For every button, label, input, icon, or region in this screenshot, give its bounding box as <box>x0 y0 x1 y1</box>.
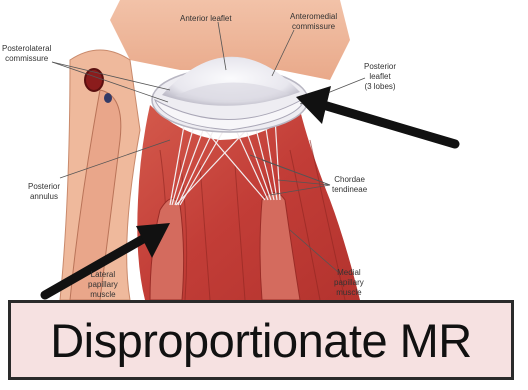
label-medial-papillary-muscle: Medial papillary muscle <box>334 268 364 298</box>
label-posterior-leaflet: Posterior leaflet (3 lobes) <box>364 62 396 92</box>
label-posterior-annulus: Posterior annulus <box>28 182 60 202</box>
label-lateral-papillary-muscle: Lateral papillary muscle <box>88 270 118 300</box>
label-posterolateral-commissure: Posterolateral commissure <box>2 44 51 64</box>
caption-text: Disproportionate MR <box>50 313 472 368</box>
label-anteromedial-commissure: Anteromedial commissure <box>290 12 337 32</box>
arrow-posterior-leaflet <box>296 86 455 144</box>
pulmonary-vein-opening-2 <box>104 93 112 103</box>
label-anterior-leaflet: Anterior leaflet <box>180 14 232 24</box>
label-chordae-tendineae: Chordae tendineae <box>332 175 367 195</box>
caption-box: Disproportionate MR <box>8 300 514 380</box>
